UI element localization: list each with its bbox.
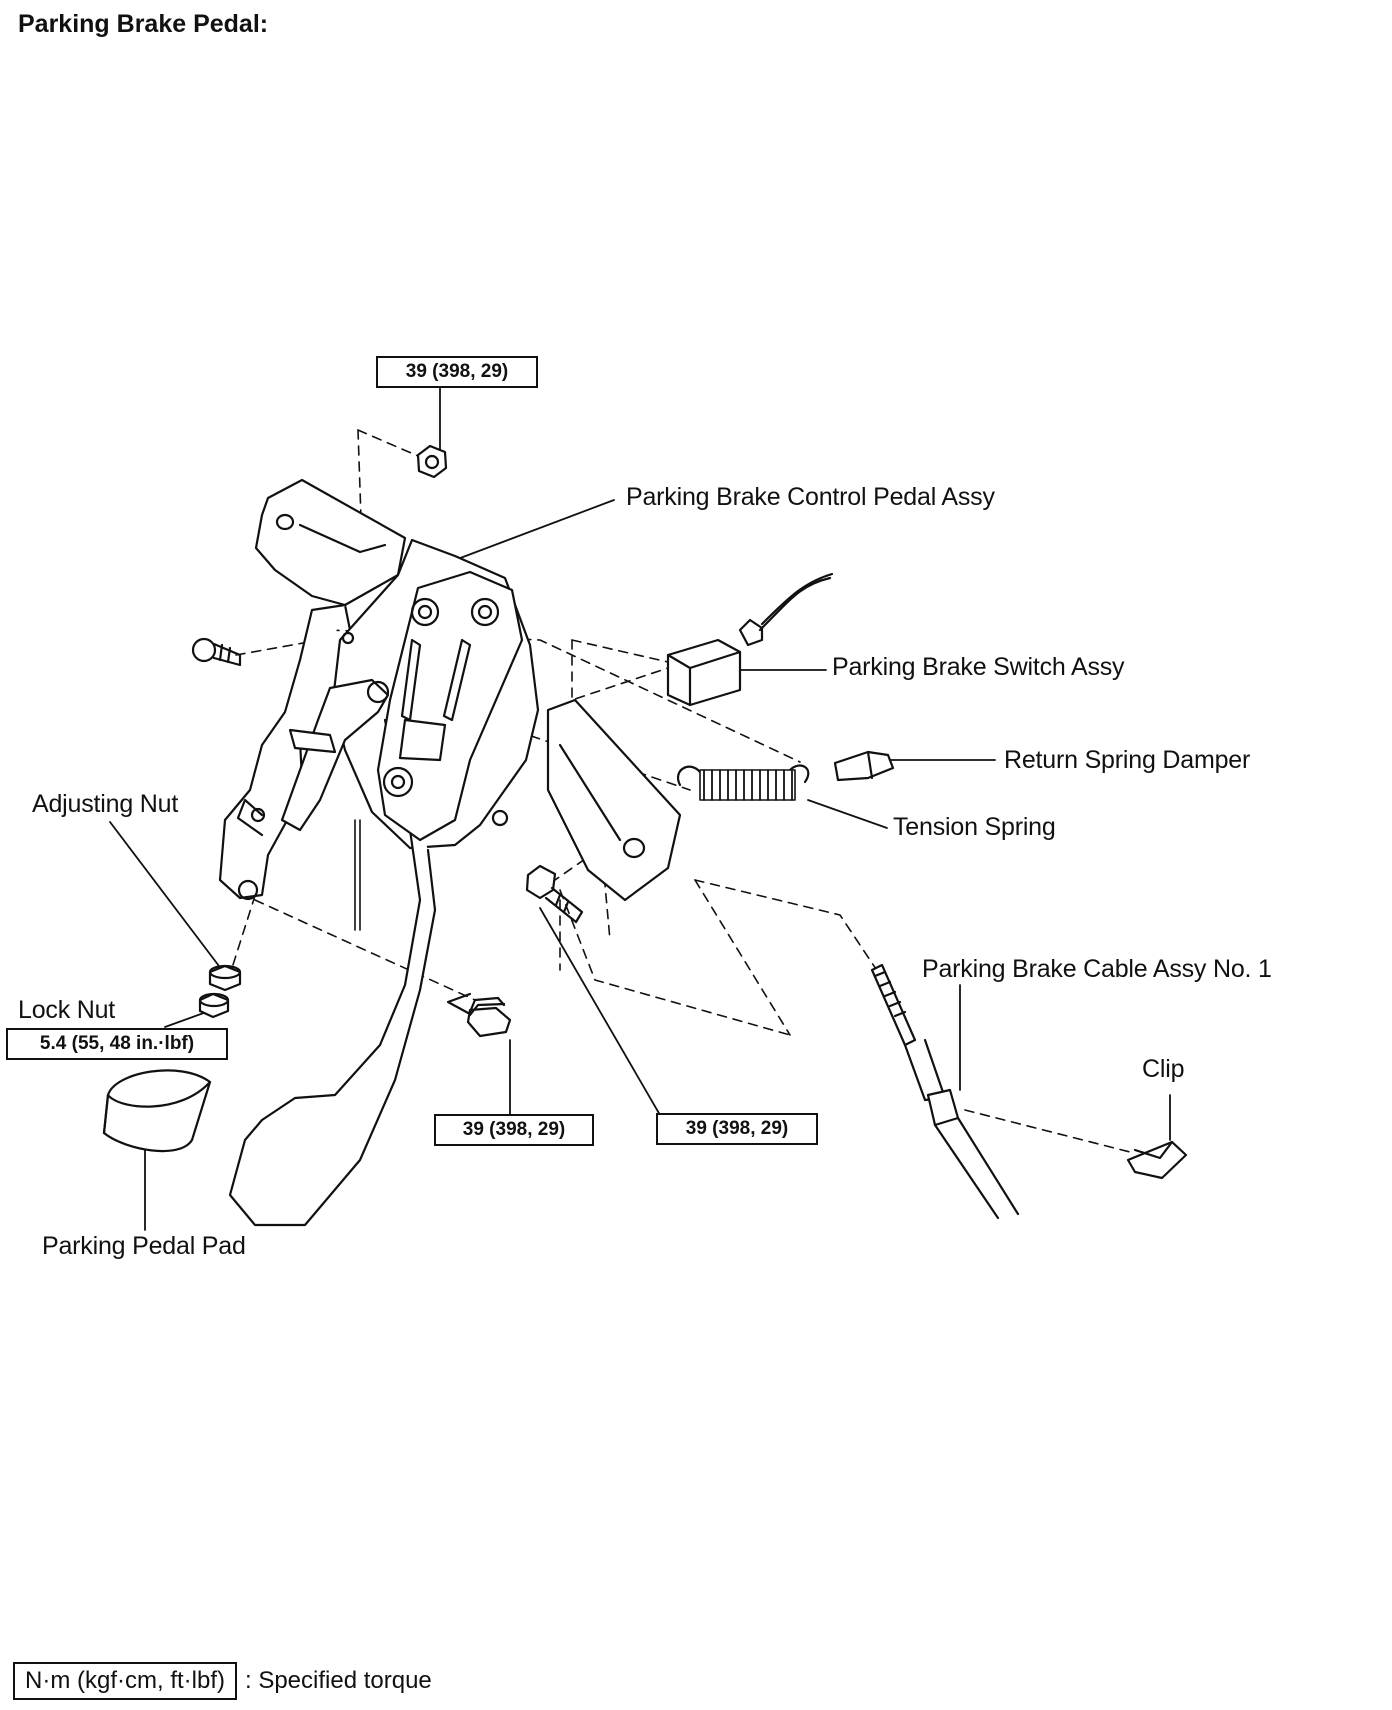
torque-lower-bolt: 39 (398, 29) (434, 1114, 594, 1146)
torque-lock-nut: 5.4 (55, 48 in.·lbf) (6, 1028, 228, 1060)
control-pedal-bracket (218, 478, 682, 1227)
label-tension-spring: Tension Spring (893, 813, 1056, 841)
legend-unit-box: N·m (kgf·cm, ft·lbf) (13, 1662, 237, 1700)
adjusting-nut-icon (208, 964, 242, 992)
label-return-spring-damper: Return Spring Damper (1004, 746, 1251, 774)
tension-spring-icon (677, 764, 810, 801)
pedal-pad-icon (102, 1069, 212, 1153)
torque-bracket-bolt: 39 (398, 29) (656, 1113, 818, 1145)
label-control-pedal-assy: Parking Brake Control Pedal Assy (626, 483, 995, 511)
bracket-bolt-icon (525, 864, 584, 924)
side-screw-icon (191, 637, 242, 667)
top-nut-icon (416, 444, 448, 479)
lock-nut-icon (198, 992, 230, 1019)
label-adjusting-nut: Adjusting Nut (32, 790, 179, 818)
return-spring-damper-icon (833, 750, 895, 782)
legend-text: : Specified torque (244, 1667, 432, 1694)
label-pedal-pad: Parking Pedal Pad (42, 1232, 246, 1260)
torque-top-nut: 39 (398, 29) (376, 356, 538, 388)
torque-legend: N·m (kgf·cm, ft·lbf) : Specified torque (13, 1662, 432, 1700)
page-title: Parking Brake Pedal: (18, 10, 269, 38)
label-switch-assy: Parking Brake Switch Assy (832, 653, 1125, 681)
label-cable-assy: Parking Brake Cable Assy No. 1 (922, 955, 1272, 983)
cable-assy-icon (870, 963, 1020, 1220)
clip-icon (1126, 1140, 1188, 1180)
label-clip: Clip (1142, 1055, 1185, 1083)
label-lock-nut: Lock Nut (18, 996, 116, 1024)
switch-assy-icon (666, 572, 834, 707)
lower-bolt-icon (446, 992, 512, 1038)
leader-lines (109, 384, 1171, 1231)
